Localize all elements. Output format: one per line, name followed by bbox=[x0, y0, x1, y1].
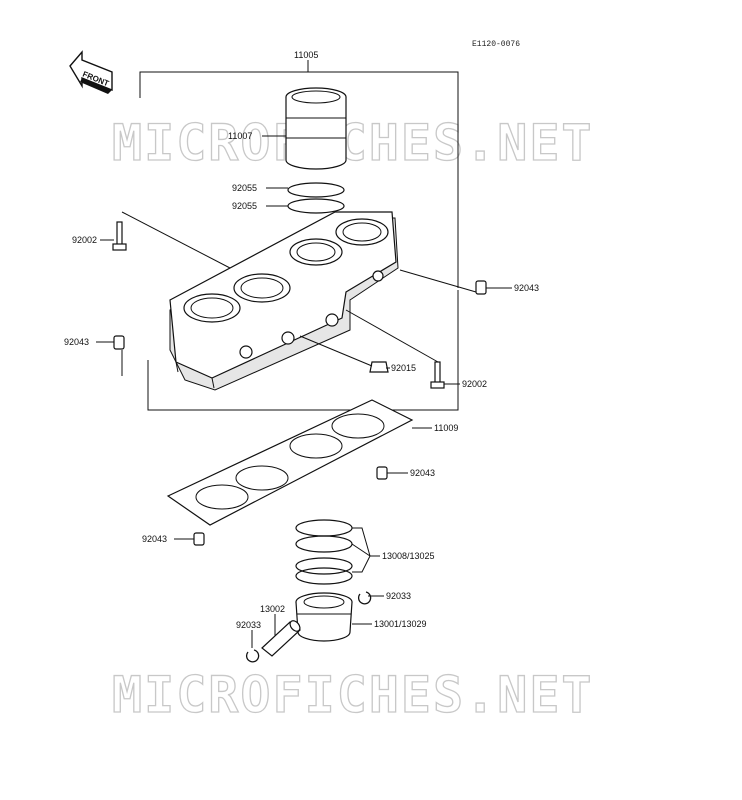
o-rings bbox=[287, 182, 345, 214]
callout-13002: 13002 bbox=[260, 604, 285, 614]
circlip-right bbox=[357, 591, 372, 605]
callout-92055-lower: 92055 bbox=[232, 201, 257, 211]
watermark-top: MICROFICHES.NET bbox=[112, 114, 594, 172]
callout-92033-left: 92033 bbox=[236, 620, 261, 630]
plug bbox=[369, 361, 389, 373]
callout-92002-right: 92002 bbox=[462, 379, 487, 389]
callout-11005: 11005 bbox=[294, 50, 318, 60]
callout-11009: 11009 bbox=[434, 423, 458, 433]
callout-11007: 11007 bbox=[228, 131, 252, 141]
piston bbox=[295, 592, 353, 642]
front-arrow-icon: FRONT bbox=[69, 50, 113, 94]
callout-92043-lower: 92043 bbox=[142, 534, 167, 544]
callout-13001-13029: 13001/13029 bbox=[374, 619, 427, 629]
callout-92043-right-upper: 92043 bbox=[514, 283, 539, 293]
dowel-pin-lower bbox=[193, 532, 205, 546]
cylinder-block bbox=[169, 211, 399, 391]
callout-92002-left: 92002 bbox=[72, 235, 97, 245]
drawing-code: E1120-0076 bbox=[472, 40, 520, 49]
stud-bolt-left bbox=[112, 221, 127, 251]
piston-rings bbox=[295, 519, 353, 585]
callout-92033-right: 92033 bbox=[386, 591, 411, 601]
piston-pin bbox=[261, 620, 301, 657]
callout-92043-left: 92043 bbox=[64, 337, 89, 347]
cylinder-sleeve bbox=[285, 87, 347, 170]
callout-92043-middle: 92043 bbox=[410, 468, 435, 478]
stud-bolt-right bbox=[430, 361, 445, 389]
head-gasket bbox=[166, 399, 414, 526]
callout-92015: 92015 bbox=[391, 363, 416, 373]
callout-92055-upper: 92055 bbox=[232, 183, 257, 193]
dowel-pin-left bbox=[113, 335, 125, 350]
dowel-pin-right-upper bbox=[475, 280, 487, 295]
cylinder-assembly-frame bbox=[139, 60, 459, 411]
circlip-left bbox=[245, 649, 260, 663]
watermark-bottom: MICROFICHES.NET bbox=[112, 666, 594, 724]
dowel-pin-middle bbox=[376, 466, 388, 480]
callout-13008-13025: 13008/13025 bbox=[382, 551, 435, 561]
